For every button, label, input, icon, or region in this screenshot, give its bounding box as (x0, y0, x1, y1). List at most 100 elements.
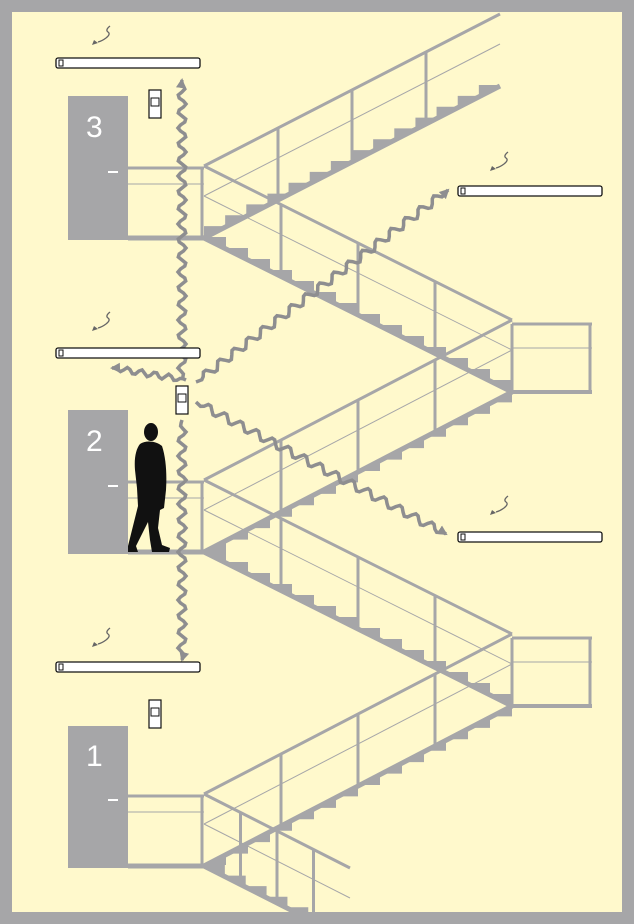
double-arrow-icon (110, 362, 187, 383)
wireless-signal-icon (490, 151, 509, 171)
landing (128, 794, 204, 869)
ceiling-light-icon (55, 347, 201, 359)
stair-step (402, 336, 424, 347)
stair-flight (202, 792, 351, 924)
stair-step (358, 773, 380, 785)
stair-flight (202, 632, 514, 869)
light-driver (460, 533, 466, 541)
motion-sensor-icon (148, 699, 162, 729)
stair-step (248, 259, 270, 270)
stair-step (457, 95, 479, 107)
landing (510, 322, 592, 394)
signal-wave (97, 311, 111, 329)
stair-step (246, 204, 268, 216)
double-arrow-icon (194, 400, 448, 536)
stair-step (314, 292, 336, 303)
stair-step (204, 865, 225, 876)
stair-step (436, 106, 458, 118)
stair-step (358, 628, 380, 639)
sensor-lens (177, 393, 187, 403)
stair-step (292, 807, 314, 820)
stair-step (292, 281, 314, 292)
signal-wave (495, 151, 509, 169)
stair-step (330, 161, 352, 172)
stair-step (336, 617, 358, 628)
stair-step (288, 182, 310, 194)
floor-1-wall: 1 (68, 726, 128, 868)
signal-arrowhead (92, 40, 98, 45)
stair-step (446, 413, 468, 426)
stair-step (309, 171, 331, 183)
stair-step (226, 248, 248, 259)
stair-step (292, 493, 314, 506)
signal-arrowhead (92, 326, 98, 331)
stair-step (402, 650, 424, 661)
devices (55, 25, 603, 729)
sensor-lens (150, 707, 160, 717)
stair-step (446, 727, 468, 740)
floor-2-label: 2 (86, 425, 103, 458)
stair-step (225, 215, 247, 227)
light-body (55, 57, 201, 69)
sensor-body (148, 89, 162, 119)
stair-step (287, 907, 309, 918)
stair-flight (202, 318, 514, 555)
signal-wave (97, 627, 111, 645)
stair-step (468, 683, 490, 694)
stair-step (468, 402, 490, 414)
stair-step (490, 694, 512, 705)
light-driver (460, 187, 466, 195)
wireless-signal-icon (92, 25, 111, 45)
floor-3-label: 3 (86, 111, 103, 144)
light-body (457, 531, 603, 543)
floor-1-label: 1 (86, 740, 103, 773)
stair-step (292, 595, 314, 606)
stair-step (226, 562, 248, 573)
stair-step (352, 150, 374, 161)
stair-step (314, 606, 336, 617)
stair-step (226, 528, 248, 540)
stair-step (314, 796, 336, 808)
stair-step (446, 358, 468, 369)
light-driver (58, 59, 64, 67)
sensor-body (175, 385, 189, 415)
floor-1-door (68, 726, 128, 868)
light-driver (58, 663, 64, 671)
stair-step (336, 303, 358, 314)
stair-step (373, 139, 395, 151)
stair-step (490, 391, 512, 403)
stair-flight (202, 12, 502, 241)
wireless-signal-icon (92, 627, 111, 647)
landing (128, 166, 204, 241)
stair-step (380, 639, 402, 650)
stair-step (248, 573, 270, 584)
stair-step (358, 459, 380, 471)
stair-step (468, 716, 490, 728)
stair-step (402, 436, 424, 449)
motion-sensor-icon (175, 385, 189, 415)
stair-step (478, 85, 500, 96)
ceiling-light-icon (457, 185, 603, 197)
stair-step (358, 314, 380, 325)
stair-step (336, 785, 358, 797)
light-body (55, 347, 201, 359)
stair-step (380, 325, 402, 336)
floor-3-wall: 3 (68, 96, 128, 240)
signal-wave (97, 25, 111, 43)
stair-flight (202, 478, 514, 709)
light-body (55, 661, 201, 673)
double-arrow-icon (175, 419, 190, 662)
signal-arrows (110, 78, 450, 662)
ceiling-light-icon (55, 57, 201, 69)
motion-sensor-icon (148, 89, 162, 119)
light-body (457, 185, 603, 197)
stair-step (248, 516, 270, 529)
floor-3-door (68, 96, 128, 240)
wireless-signal-icon (490, 495, 509, 515)
stair-step (468, 369, 490, 380)
stair-step (245, 886, 267, 897)
stair-step (490, 380, 512, 391)
sensor-body (148, 699, 162, 729)
stair-step (248, 830, 270, 843)
